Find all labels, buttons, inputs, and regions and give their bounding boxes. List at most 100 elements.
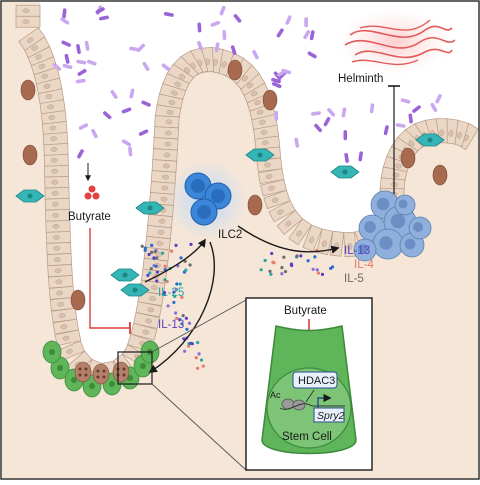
helminth-label: Helminth bbox=[338, 73, 383, 85]
bacterium bbox=[276, 28, 284, 38]
epithelial-cell bbox=[48, 274, 74, 289]
cytokine-dot bbox=[174, 311, 178, 315]
cytokine-dot bbox=[269, 272, 273, 276]
bacterium bbox=[121, 139, 132, 147]
cytokine-dot bbox=[184, 316, 189, 320]
epithelial-cell bbox=[316, 228, 334, 256]
cytokine-dot bbox=[199, 358, 204, 362]
bacterium bbox=[344, 152, 349, 163]
bacterium bbox=[408, 113, 413, 124]
cytokine-dot bbox=[283, 269, 288, 274]
bacterium bbox=[163, 11, 174, 17]
zoom-line-top bbox=[151, 299, 247, 353]
bacterium bbox=[341, 107, 347, 118]
epithelial-cell bbox=[45, 231, 71, 244]
bacterium bbox=[210, 20, 221, 27]
epithelial-cell bbox=[133, 312, 160, 329]
bacterium bbox=[77, 68, 87, 76]
cytokine-dot bbox=[184, 268, 188, 272]
cytokine-dot bbox=[163, 264, 167, 268]
cytokine-dot bbox=[188, 263, 192, 267]
bacterium bbox=[84, 40, 90, 51]
bacterium bbox=[128, 146, 133, 157]
cytokine-dot bbox=[165, 279, 169, 284]
goblet-cell bbox=[262, 89, 278, 111]
bacterium bbox=[412, 105, 421, 113]
cytokine-dot bbox=[196, 341, 200, 345]
cytokine-dot bbox=[316, 271, 321, 275]
cytokine-dot bbox=[162, 290, 167, 295]
cytokine-dot bbox=[183, 349, 187, 353]
goblet-cell bbox=[400, 147, 416, 169]
cytokine-dot bbox=[189, 242, 193, 246]
cytokine-dot bbox=[155, 256, 159, 260]
crypt-stem-cells bbox=[42, 340, 160, 398]
butyrate-inhibit-arrow bbox=[89, 228, 130, 329]
bacterium bbox=[285, 15, 292, 25]
cytokine-dot bbox=[154, 264, 158, 268]
goblet-cell bbox=[227, 59, 243, 81]
epithelial-cell bbox=[44, 176, 70, 189]
bacterium bbox=[78, 123, 89, 130]
cytokine-dot bbox=[175, 316, 179, 320]
cytokine-dot bbox=[280, 272, 284, 276]
bacterium bbox=[311, 111, 321, 116]
epithelial-cell bbox=[268, 200, 296, 223]
cytokine-dot bbox=[259, 268, 263, 272]
zoom-line-bottom bbox=[151, 383, 247, 471]
bacterium bbox=[274, 110, 279, 121]
cytokine-dot bbox=[329, 266, 333, 270]
cytokine-dot bbox=[187, 321, 192, 325]
bacterium bbox=[400, 98, 411, 104]
epithelial-cell bbox=[130, 322, 158, 341]
epithelial-cell bbox=[45, 220, 71, 233]
butyrate-lumen-label: Butyrate bbox=[68, 211, 111, 223]
cytokine-dot bbox=[201, 364, 205, 368]
epithelial-cell bbox=[153, 126, 179, 140]
epithelial-cell bbox=[43, 143, 69, 156]
bacterium bbox=[138, 129, 149, 136]
tuft-cell-icon bbox=[120, 283, 150, 297]
immune-cell bbox=[353, 238, 377, 262]
epithelial-cell bbox=[39, 99, 66, 115]
epithelial-cell bbox=[302, 224, 323, 252]
cytokine-dot bbox=[295, 254, 299, 258]
epithelial-cell bbox=[22, 36, 51, 59]
bacterium bbox=[271, 82, 282, 89]
cytokine-dot bbox=[282, 255, 286, 259]
cytokine-dot bbox=[189, 341, 193, 346]
bacterium bbox=[281, 68, 292, 75]
epithelial-cell bbox=[43, 154, 69, 167]
bacterium bbox=[369, 103, 375, 114]
epithelial-cell bbox=[52, 318, 79, 335]
cytokine-dot bbox=[146, 273, 150, 277]
bacterium bbox=[52, 62, 62, 71]
cytokine-dot bbox=[306, 259, 310, 263]
cytokine-dot bbox=[172, 300, 176, 305]
bacterium bbox=[61, 40, 71, 47]
hdac3-label: HDAC3 bbox=[298, 375, 335, 387]
bacterium bbox=[99, 15, 109, 21]
tuft-cell-icon bbox=[415, 133, 445, 147]
cytokine-dot bbox=[153, 250, 157, 254]
cytokine-dot bbox=[194, 356, 198, 360]
bacterium bbox=[222, 30, 227, 41]
il13-left-label: IL-13 bbox=[158, 319, 184, 331]
bacterium bbox=[309, 30, 315, 41]
cytokine-dot bbox=[174, 243, 178, 247]
cytokine-dot bbox=[143, 248, 147, 252]
tuft-cell-icon bbox=[110, 268, 140, 282]
ilc2-label: ILC2 bbox=[218, 229, 242, 241]
bacterium bbox=[197, 22, 202, 33]
bacterium bbox=[307, 51, 317, 59]
chromatin-icon bbox=[279, 389, 345, 411]
cytokine-dot bbox=[268, 269, 272, 274]
epithelial-cell bbox=[15, 4, 41, 17]
bacterium bbox=[303, 30, 311, 40]
epithelial-cell bbox=[257, 168, 285, 185]
epithelial-cell bbox=[48, 285, 75, 300]
epithelial-cell bbox=[18, 27, 46, 51]
cytokine-dot bbox=[149, 250, 154, 254]
spry2-label: Spry2 bbox=[317, 410, 345, 422]
